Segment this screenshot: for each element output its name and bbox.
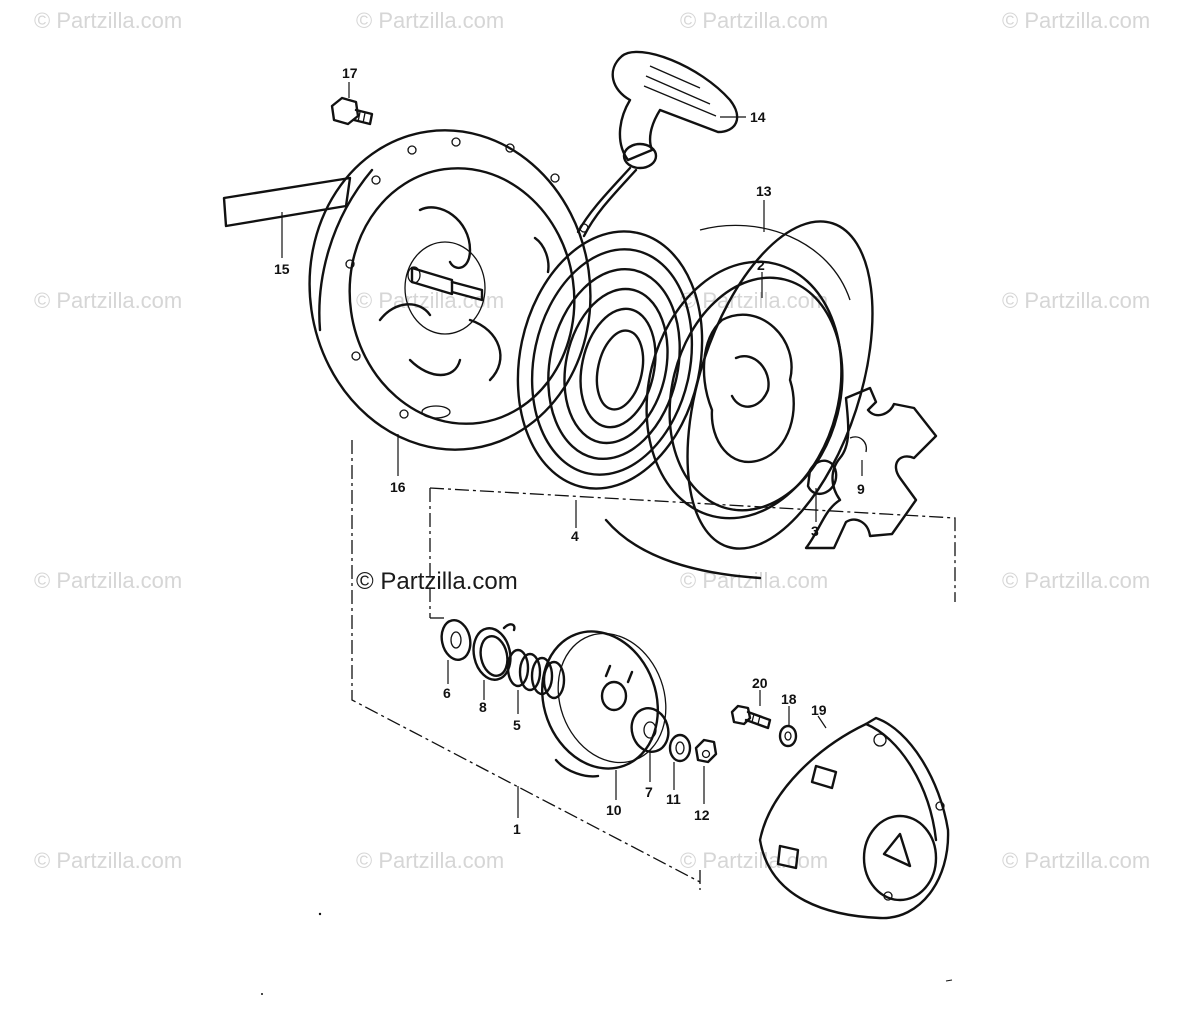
pawl-3 <box>806 459 838 496</box>
callout-3: 3 <box>811 523 819 539</box>
speck <box>945 979 953 982</box>
speck <box>318 912 322 916</box>
starter-handle-14 <box>576 50 739 238</box>
watermark-1: © Partzilla.com <box>34 8 183 33</box>
watermark-7: © Partzilla.com <box>680 288 829 313</box>
watermark-15: © Partzilla.com <box>1002 848 1151 873</box>
watermark-10: © Partzilla.com <box>680 568 829 593</box>
starter-case-16 <box>308 129 592 451</box>
assembly-bracket-lower <box>351 440 701 890</box>
watermark-9: © Partzilla.com <box>34 568 183 593</box>
callout-5: 5 <box>513 717 521 733</box>
callout-19: 19 <box>811 702 827 718</box>
callout-15: 15 <box>274 261 290 277</box>
watermark-main: © Partzilla.com <box>356 568 518 595</box>
reel-2 <box>645 260 844 520</box>
watermark-12: © Partzilla.com <box>34 848 183 873</box>
callout-2: 2 <box>757 257 765 273</box>
nut-12 <box>694 738 718 764</box>
bolt-20 <box>730 704 772 730</box>
callout-9: 9 <box>857 481 865 497</box>
watermark-11: © Partzilla.com <box>1002 568 1151 593</box>
callout-7: 7 <box>645 784 653 800</box>
watermark-5: © Partzilla.com <box>34 288 183 313</box>
guide-plate-9 <box>804 386 938 550</box>
spiral-spring-4 <box>516 230 704 490</box>
callout-12: 12 <box>694 807 710 823</box>
washer-7 <box>630 707 670 753</box>
assembly-bracket-upper <box>429 487 956 619</box>
callout-11: 11 <box>666 791 681 807</box>
speck <box>261 993 263 995</box>
spring-8 <box>472 623 516 681</box>
washer-18 <box>778 724 798 748</box>
callout-17: 17 <box>342 65 358 81</box>
washer-6 <box>440 619 472 661</box>
callout-14: 14 <box>750 109 766 125</box>
watermark-13: © Partzilla.com <box>356 848 505 873</box>
watermark-2: © Partzilla.com <box>356 8 505 33</box>
watermark-8: © Partzilla.com <box>1002 288 1151 313</box>
watermark-4: © Partzilla.com <box>1002 8 1151 33</box>
watermark-3: © Partzilla.com <box>680 8 829 33</box>
bolt-17 <box>330 96 374 126</box>
callout-13: 13 <box>756 183 772 199</box>
callout-20: 20 <box>752 675 768 691</box>
callout-16: 16 <box>390 479 406 495</box>
callout-18: 18 <box>781 691 797 707</box>
leader-lines <box>281 82 863 818</box>
callout-6: 6 <box>443 685 451 701</box>
callout-4: 4 <box>571 528 579 544</box>
callout-8: 8 <box>479 699 487 715</box>
lock-washer-11 <box>668 733 692 763</box>
starter-cover-19 <box>758 716 950 920</box>
callout-10: 10 <box>606 802 622 818</box>
watermark-14: © Partzilla.com <box>680 848 829 873</box>
callout-1: 1 <box>513 821 521 837</box>
friction-plate-10 <box>540 630 667 778</box>
coil-spring-5 <box>506 648 566 700</box>
